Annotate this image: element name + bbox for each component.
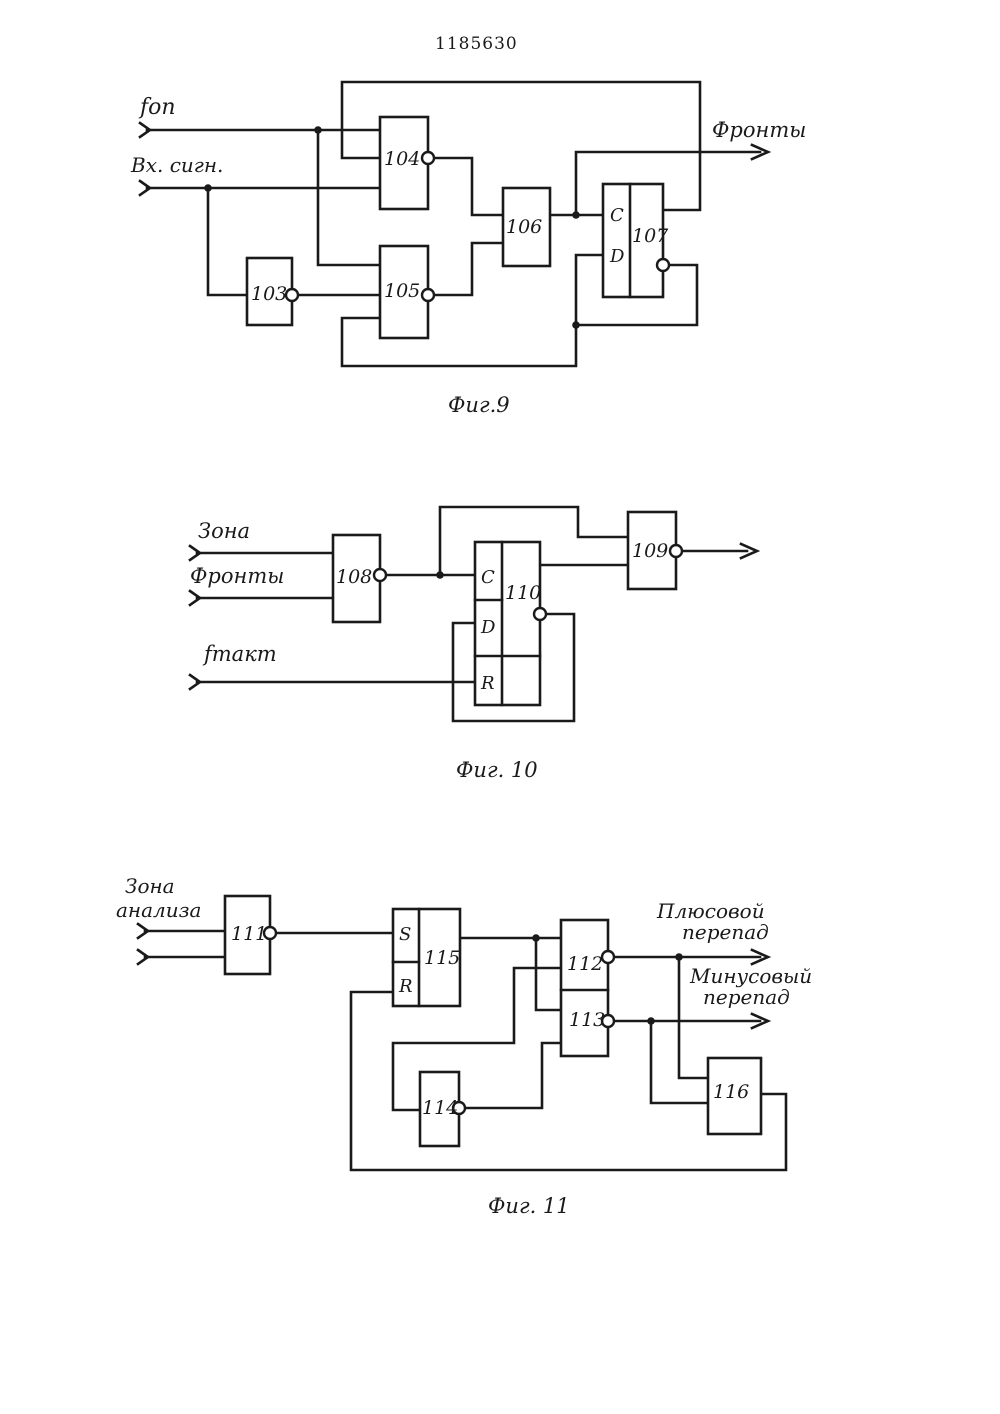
fig9-inverter-104: [422, 152, 434, 164]
fig11-wire: [536, 938, 561, 1010]
fig9-caption: Фиг.9: [448, 393, 510, 417]
fig10-label-109: 109: [632, 540, 668, 562]
fig9-clock-label: fоп: [138, 95, 176, 120]
fig10-pin-r: R: [480, 673, 495, 694]
fig9-wire: [434, 158, 503, 215]
fig9-wire: [208, 188, 247, 295]
fig9-label-103: 103: [251, 283, 287, 305]
fig9-junction: [572, 321, 580, 329]
figure-11: Зона анализа 111 112 113 114: [116, 874, 812, 1218]
fig9-junction: [204, 184, 212, 192]
fig11-label-111: 111: [231, 923, 267, 945]
fig9-pin-d: D: [609, 246, 625, 267]
fig10-clock-label: fтакт: [202, 642, 277, 666]
fig9-label-106: 106: [506, 216, 542, 238]
fig10-pin-d: D: [480, 617, 496, 638]
fig11-wire: [465, 1043, 561, 1108]
fig9-inverter-103: [286, 289, 298, 301]
fig11-input-label-line1: Зона: [125, 874, 175, 898]
page-number: 1185630: [435, 34, 518, 54]
fig10-inverter-109: [670, 545, 682, 557]
fig11-label-115: 115: [424, 947, 460, 969]
fig10-inverter-110: [534, 608, 546, 620]
fig10-fronts-label: Фронты: [190, 564, 284, 588]
fig9-label-107: 107: [632, 225, 669, 247]
fig11-label-114: 114: [422, 1097, 458, 1119]
fig11-label-116: 116: [713, 1081, 749, 1103]
fig9-label-105: 105: [384, 280, 420, 302]
fig11-inverter-112: [602, 951, 614, 963]
fig10-junction: [436, 571, 444, 579]
figure-9: fоп Вх. сигн. 103 104 105 106: [130, 82, 806, 417]
fig10-zone-label: Зона: [198, 519, 250, 543]
fig10-inverter-108: [374, 569, 386, 581]
fig9-inverter-105: [422, 289, 434, 301]
fig11-junction: [675, 953, 683, 961]
fig11-block-112-113: [561, 920, 608, 1056]
fig10-label-108: 108: [336, 566, 372, 588]
fig11-pin-r: R: [398, 976, 413, 997]
fig11-label-112: 112: [567, 953, 603, 975]
fig9-label-104: 104: [384, 148, 420, 170]
fig9-wire: [318, 130, 380, 265]
fig11-minus-label-line2: перепад: [703, 985, 790, 1009]
fig9-signal-label: Вх. сигн.: [130, 153, 223, 177]
fig11-input-label-line2: анализа: [116, 898, 201, 922]
fig9-inverter-107: [657, 259, 669, 271]
fig9-junction: [572, 211, 580, 219]
fig11-label-113: 113: [569, 1009, 605, 1031]
figure-10: Зона Фронты fтакт 108 109 C D R 110 Фиг.…: [190, 507, 757, 782]
fig9-output-label: Фронты: [712, 118, 806, 142]
fig9-junction: [314, 126, 322, 134]
fig11-pin-s: S: [399, 924, 411, 945]
fig11-plus-label-line2: перепад: [682, 920, 769, 944]
fig10-caption: Фиг. 10: [456, 758, 538, 782]
fig10-label-110: 110: [505, 582, 541, 604]
fig11-junction: [532, 934, 540, 942]
fig10-pin-c: C: [481, 567, 495, 588]
fig11-junction: [647, 1017, 655, 1025]
fig9-wire: [434, 243, 503, 295]
fig9-pin-c: C: [610, 205, 624, 226]
fig11-caption: Фиг. 11: [488, 1194, 570, 1218]
